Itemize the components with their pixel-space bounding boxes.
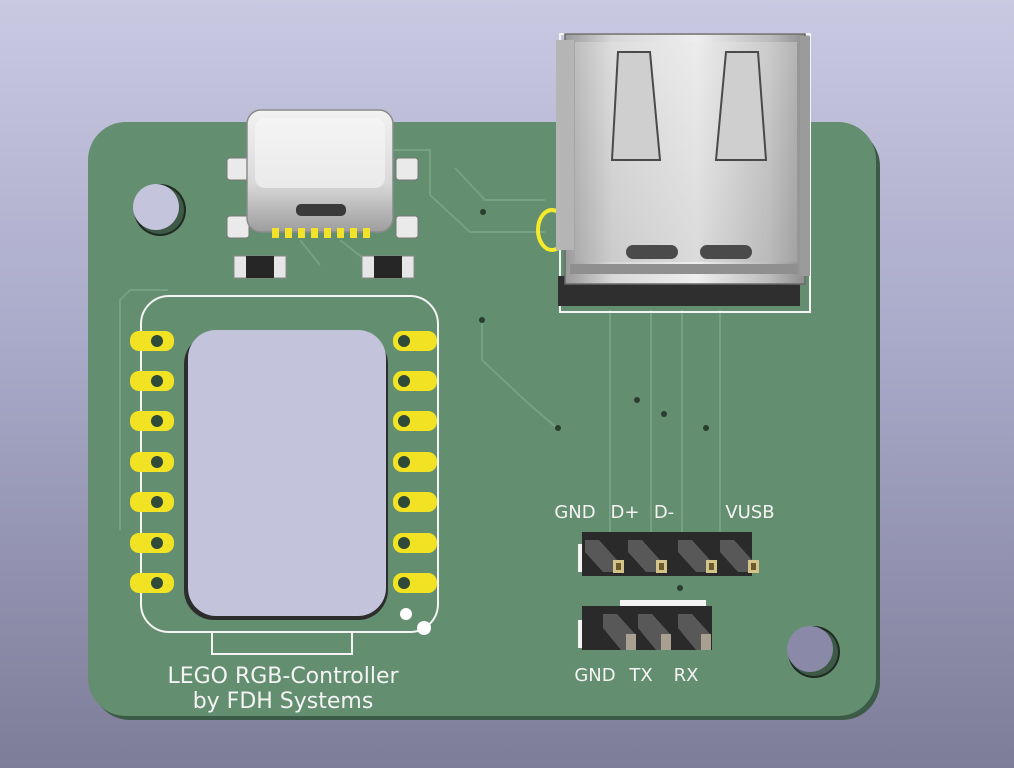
usb-pin-header <box>578 532 759 576</box>
usb-pin-label: D- <box>654 502 674 523</box>
mcu-pad <box>130 371 174 391</box>
uart-header-labels: GND TX RX <box>574 665 698 686</box>
mcu-pad <box>130 411 174 431</box>
mcu-pad <box>393 411 437 431</box>
usb-header-labels: GND D+ D- VUSB <box>554 502 774 523</box>
mcu-pad <box>393 452 437 472</box>
mcu-pad <box>130 452 174 472</box>
mcu-left-pads <box>130 331 174 593</box>
uart-pin-header <box>578 600 712 650</box>
usb-pin-label: D+ <box>611 502 640 523</box>
header-pin <box>720 540 759 573</box>
board-subtitle: by FDH Systems <box>193 689 374 714</box>
vias <box>479 209 709 591</box>
mcu-pad <box>393 492 437 512</box>
mcu-pad <box>130 331 174 351</box>
usb-a-connector <box>536 33 811 313</box>
header-pin <box>678 540 717 573</box>
mcu-right-pads <box>393 331 437 593</box>
resistor-r1 <box>233 255 287 279</box>
uart-pin-label: GND <box>574 665 615 686</box>
header-pin <box>628 540 667 573</box>
usb-c-connector <box>226 109 419 239</box>
copper-traces <box>119 149 721 540</box>
mcu-pad <box>130 492 174 512</box>
mcu-pad <box>130 533 174 553</box>
board-title: LEGO RGB-Controller <box>167 664 399 689</box>
resistor-r2 <box>361 255 415 279</box>
uart-pin-label: RX <box>674 665 699 686</box>
usb-pin-label: VUSB <box>725 502 774 523</box>
mcu-module-footprint <box>140 295 439 655</box>
header-pin <box>638 614 671 650</box>
mcu-pad <box>393 371 437 391</box>
mcu-pad <box>393 331 437 351</box>
mounting-hole-bottom-right <box>787 626 840 678</box>
mcu-pad <box>393 533 437 553</box>
usb-pin-label: GND <box>554 502 595 523</box>
mcu-pad <box>130 573 174 593</box>
mcu-pad <box>393 573 437 593</box>
mounting-hole-top-left <box>133 184 186 236</box>
uart-pin-label: TX <box>628 665 652 686</box>
header-pin <box>585 540 624 573</box>
header-pin <box>603 614 636 650</box>
header-pin <box>678 614 711 650</box>
